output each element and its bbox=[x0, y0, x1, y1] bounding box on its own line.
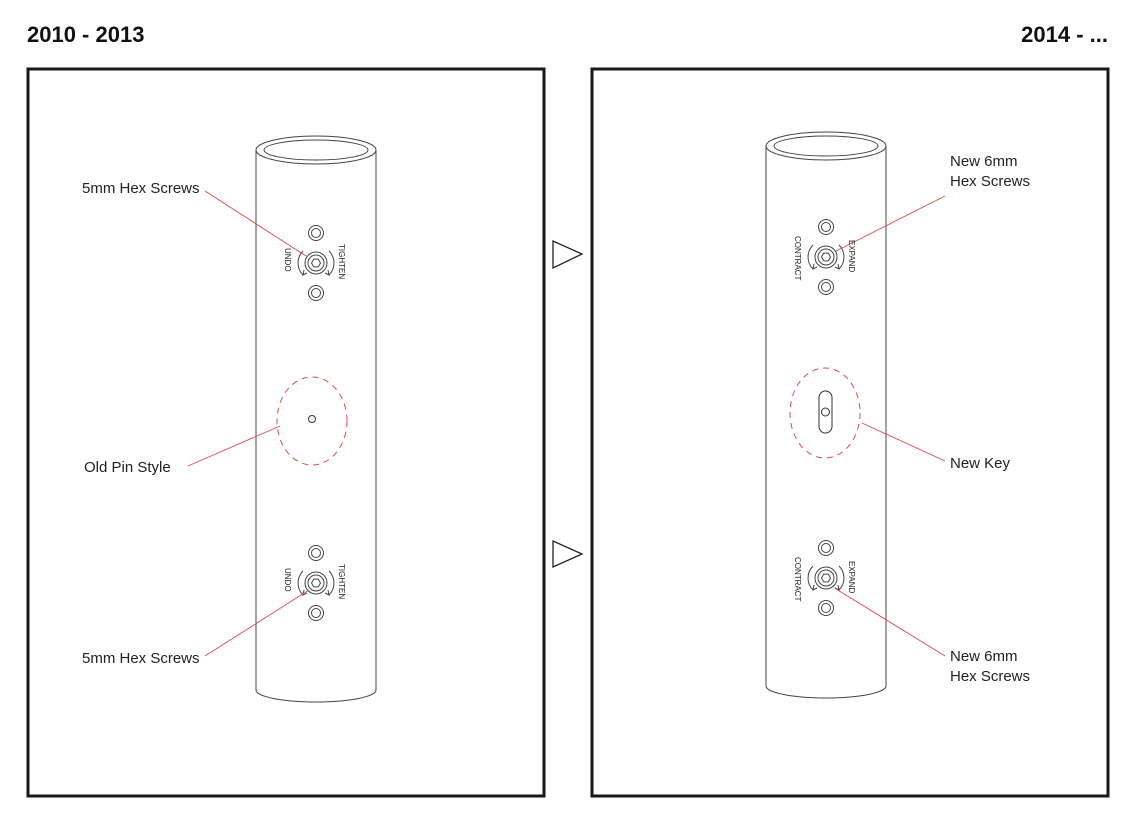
pin-icon bbox=[308, 415, 316, 423]
hex-screw-ring bbox=[307, 574, 325, 592]
tube-body bbox=[765, 146, 887, 699]
left-lower-screws-label: 5mm Hex Screws bbox=[82, 650, 200, 667]
small-screw-inner bbox=[311, 288, 321, 298]
arrow-head bbox=[324, 589, 330, 596]
tube-body bbox=[255, 150, 377, 703]
small-screw-inner bbox=[311, 548, 321, 558]
small-screw-inner bbox=[821, 222, 831, 232]
small-screw-icon bbox=[308, 225, 324, 241]
leader-line bbox=[204, 190, 307, 257]
hex-socket-icon bbox=[310, 258, 322, 268]
left-title: 2010 - 2013 bbox=[27, 22, 145, 47]
rotate-cw-arrow-icon bbox=[838, 244, 845, 270]
right-upper-screws-label-1: New 6mm bbox=[950, 153, 1018, 170]
small-screw-inner bbox=[821, 543, 831, 553]
leader-line bbox=[835, 588, 946, 657]
key-screw-icon bbox=[821, 407, 830, 417]
arrow-head bbox=[834, 584, 840, 591]
small-screw-icon bbox=[308, 605, 324, 621]
rotate-ccw-arrow-icon bbox=[807, 565, 814, 591]
arrow-head bbox=[812, 584, 818, 591]
tube-top-rim bbox=[765, 131, 887, 161]
old-pin-label: Old Pin Style bbox=[84, 459, 171, 476]
arrow-head bbox=[302, 269, 308, 276]
small-screw-inner bbox=[821, 282, 831, 292]
arrow-right-icon bbox=[552, 539, 584, 569]
hex-screw-icon bbox=[814, 566, 838, 590]
contract-label: CONTRACT bbox=[793, 557, 802, 602]
leader-line bbox=[861, 422, 946, 462]
hex-screw-icon bbox=[304, 251, 328, 275]
rotate-cw-arrow-icon bbox=[838, 565, 845, 591]
arrow-right-icon bbox=[552, 239, 584, 270]
hex-screw-ring bbox=[307, 254, 325, 272]
expand-label: EXPAND bbox=[847, 561, 856, 594]
leader-line bbox=[835, 195, 946, 252]
tube-top-rim bbox=[255, 135, 377, 165]
small-screw-icon bbox=[818, 279, 834, 295]
right-upper-screws-label-2: Hex Screws bbox=[950, 173, 1030, 190]
small-screw-icon bbox=[818, 219, 834, 235]
right-panel-frame bbox=[590, 67, 1110, 798]
key-slot-icon bbox=[818, 390, 833, 434]
rotate-cw-arrow-icon bbox=[328, 570, 335, 596]
pin-highlight bbox=[276, 376, 348, 466]
undo-label: UNDO bbox=[283, 568, 292, 592]
leader-line bbox=[204, 589, 310, 657]
left-upper-screws-label: 5mm Hex Screws bbox=[82, 180, 200, 197]
small-screw-inner bbox=[311, 608, 321, 618]
arrow-head bbox=[812, 263, 818, 270]
hex-socket-icon bbox=[820, 573, 832, 583]
rotate-cw-arrow-icon bbox=[328, 250, 335, 276]
right-lower-screws-label-1: New 6mm bbox=[950, 648, 1018, 665]
right-title: 2014 - ... bbox=[1021, 22, 1108, 47]
left-panel-frame bbox=[26, 67, 546, 798]
tighten-label: TIGHTEN bbox=[337, 244, 346, 279]
contract-label: CONTRACT bbox=[793, 236, 802, 281]
tighten-label: TIGHTEN bbox=[337, 564, 346, 599]
small-screw-icon bbox=[308, 545, 324, 561]
small-screw-icon bbox=[308, 285, 324, 301]
arrow-head bbox=[302, 589, 308, 596]
new-key-label: New Key bbox=[950, 455, 1011, 472]
small-screw-inner bbox=[821, 603, 831, 613]
hex-screw-icon bbox=[304, 571, 328, 595]
hex-socket-icon bbox=[310, 578, 322, 588]
right-lower-screws-label-2: Hex Screws bbox=[950, 668, 1030, 685]
small-screw-inner bbox=[311, 228, 321, 238]
rotate-ccw-arrow-icon bbox=[297, 570, 304, 596]
tube-top-inner bbox=[773, 135, 879, 157]
small-screw-icon bbox=[818, 600, 834, 616]
expand-label: EXPAND bbox=[847, 240, 856, 273]
hex-screw-ring bbox=[817, 248, 835, 266]
arrow-head bbox=[834, 263, 840, 270]
hex-screw-ring bbox=[817, 569, 835, 587]
leader-line bbox=[187, 425, 281, 467]
tube-top-inner bbox=[263, 139, 369, 161]
hex-screw-icon bbox=[814, 245, 838, 269]
rotate-ccw-arrow-icon bbox=[807, 244, 814, 270]
arrow-head bbox=[324, 269, 330, 276]
hex-socket-icon bbox=[820, 252, 832, 262]
undo-label: UNDO bbox=[283, 248, 292, 272]
small-screw-icon bbox=[818, 540, 834, 556]
key-highlight bbox=[789, 367, 861, 459]
